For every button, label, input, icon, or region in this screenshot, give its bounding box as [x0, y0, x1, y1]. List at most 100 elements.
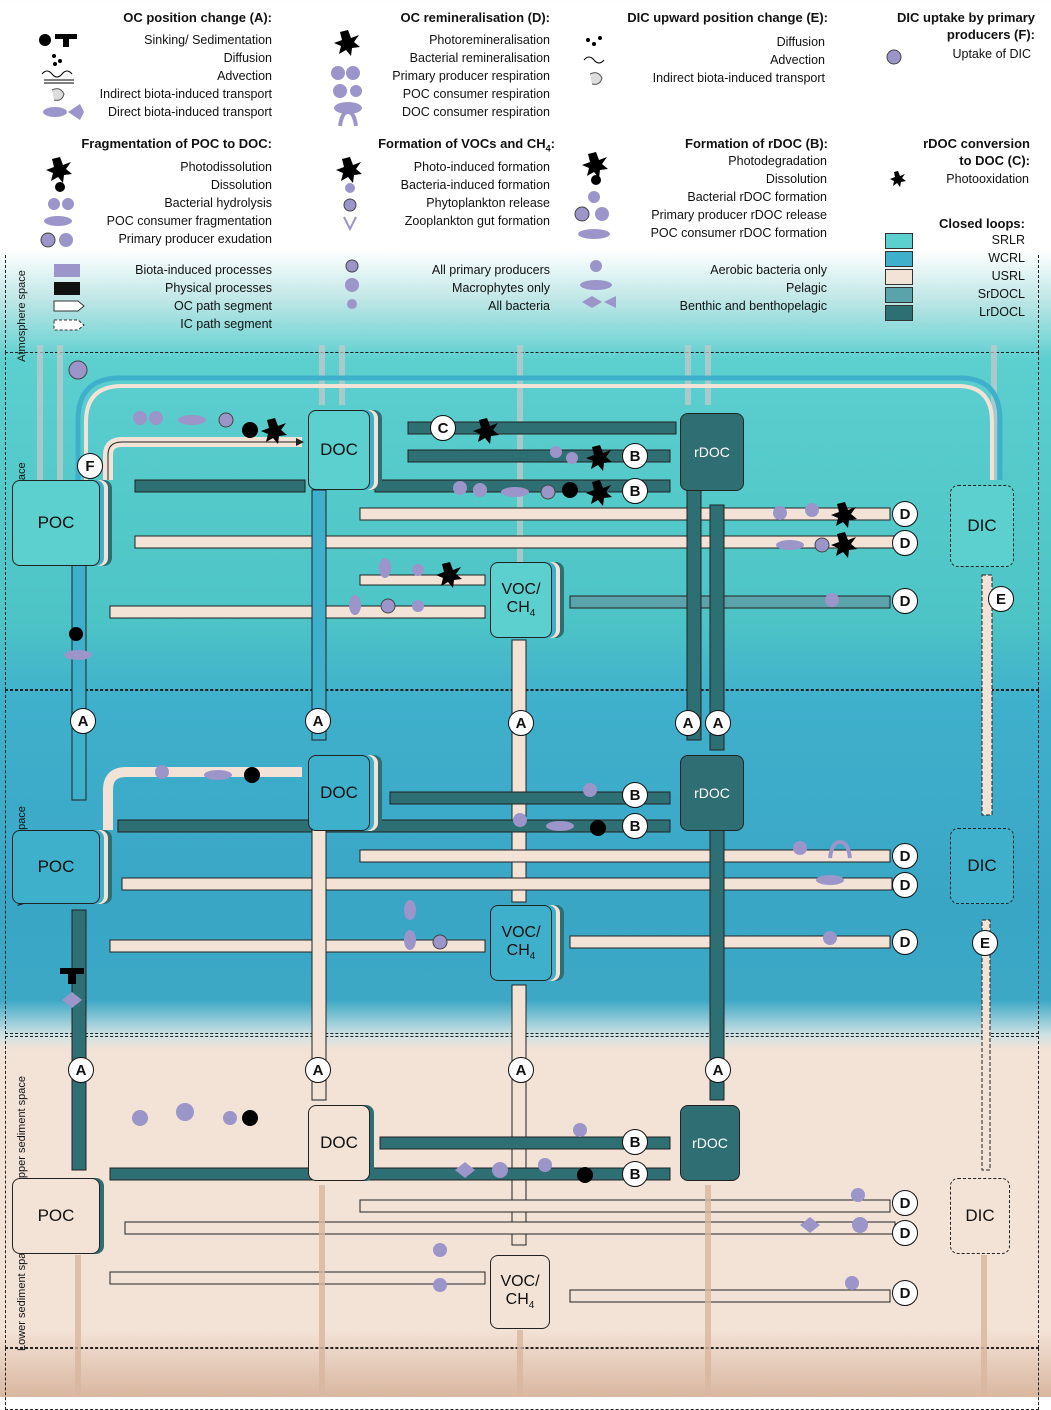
fish-icon — [43, 107, 67, 117]
voc-line1: VOC/ — [500, 1273, 539, 1291]
sinking-icon — [39, 34, 51, 46]
legend-a-item: Sinking/ Sedimentation — [144, 33, 272, 47]
surface-zone — [5, 352, 1039, 690]
dic-node[interactable]: DIC — [950, 1178, 1010, 1254]
legend-voc-item: Bacteria-induced formation — [401, 178, 550, 192]
legend-d-item: Primary producer respiration — [392, 69, 550, 83]
legend-c-title-1: rDOC conversion — [880, 136, 1030, 151]
marker-e: E — [972, 930, 998, 956]
voc-line1: VOC/ — [501, 581, 540, 599]
dic-node[interactable]: DIC — [950, 485, 1014, 567]
legend-b-icons — [566, 150, 626, 246]
phytoplankton-icon — [884, 47, 904, 67]
legend-f-title-1: DIC uptake by primary — [870, 10, 1035, 25]
space-label: Upper sediment space — [16, 1076, 28, 1186]
marker-a: A — [305, 708, 331, 734]
marker-a: A — [675, 710, 701, 736]
legend-e-item: Diffusion — [777, 35, 825, 49]
legend-a-item: Direct biota-induced transport — [108, 105, 272, 119]
voc-line1: VOC/ — [501, 924, 540, 942]
legend-a-item: Advection — [217, 69, 272, 83]
marker-e: E — [988, 586, 1014, 612]
legend-frag-item: POC consumer fragmentation — [107, 214, 272, 228]
marker-d: D — [892, 588, 918, 614]
legend-f-item: Uptake of DIC — [952, 47, 1031, 61]
legend-loops-title: Closed loops: — [880, 216, 1025, 231]
marker-b: B — [622, 782, 648, 808]
voc-line2: CH4 — [507, 599, 536, 619]
legend-e-icons — [578, 32, 618, 92]
marker-d: D — [892, 1280, 918, 1306]
star-icon — [334, 30, 360, 56]
marker-d: D — [892, 929, 918, 955]
legend-a-item: Diffusion — [224, 51, 272, 65]
legend-e-title: DIC upward position change (E): — [560, 10, 828, 25]
legend-d-item: Photoremineralisation — [429, 33, 550, 47]
legend-a-item: Indirect biota-induced transport — [100, 87, 272, 101]
space-label: Atmosphere space — [16, 270, 28, 362]
marker-b: B — [622, 443, 648, 469]
marker-a: A — [705, 1057, 731, 1083]
legend-d-item: Bacterial remineralisation — [410, 51, 550, 65]
marker-d: D — [892, 843, 918, 869]
legend-c-title-2: to DOC (C): — [880, 153, 1030, 168]
voc-ch4-node[interactable]: VOC/ CH4 — [490, 905, 552, 981]
legend-d-icons — [318, 28, 378, 128]
legend-b-item: POC consumer rDOC formation — [651, 226, 827, 240]
rdoc-node[interactable]: rDOC — [680, 1105, 740, 1181]
space-label: Lower sediment space — [16, 1241, 28, 1351]
marker-a: A — [508, 710, 534, 736]
marker-a: A — [68, 1057, 94, 1083]
legend-frag-item: Dissolution — [211, 178, 272, 192]
marker-a: A — [705, 710, 731, 736]
atmosphere-zone — [5, 255, 1039, 353]
legend-b-item: Photodegradation — [728, 154, 827, 168]
star-icon — [888, 170, 908, 190]
doc-node[interactable]: DOC — [308, 410, 370, 490]
marker-a: A — [508, 1057, 534, 1083]
doc-node[interactable]: DOC — [308, 1105, 370, 1181]
marker-d: D — [892, 1190, 918, 1216]
loop-swatch — [885, 233, 913, 249]
rdoc-node[interactable]: rDOC — [680, 413, 744, 491]
marker-f: F — [77, 453, 103, 479]
poc-node[interactable]: POC — [12, 1178, 100, 1254]
legend-frag-icons — [30, 155, 90, 255]
legend-voc-item: Phytoplankton release — [426, 196, 550, 210]
marker-b: B — [622, 813, 648, 839]
poc-node[interactable]: POC — [12, 830, 100, 904]
doc-node[interactable]: DOC — [308, 755, 370, 831]
marker-d: D — [892, 1220, 918, 1246]
legend-voc-title: Formation of VOCs and CH4: — [330, 136, 555, 154]
legend-d-item: DOC consumer respiration — [402, 105, 550, 119]
advection-icon — [42, 71, 72, 77]
voc-line2: CH4 — [507, 942, 536, 962]
legend-b-item: Bacterial rDOC formation — [687, 190, 827, 204]
legend-voc-item: Zooplankton gut formation — [405, 214, 550, 228]
legend-e-item: Advection — [770, 53, 825, 67]
rdoc-node[interactable]: rDOC — [680, 755, 744, 831]
marker-d: D — [892, 501, 918, 527]
legend-c-item: Photooxidation — [946, 172, 1029, 186]
legend-f-title-2: producers (F): — [870, 27, 1035, 42]
legend-voc-icons — [330, 155, 370, 235]
dic-node[interactable]: DIC — [950, 828, 1014, 904]
legend-frag-item: Bacterial hydrolysis — [164, 196, 272, 210]
marker-b: B — [622, 478, 648, 504]
voc-ch4-node[interactable]: VOC/ CH4 — [490, 1255, 550, 1329]
legend-b-item: Dissolution — [766, 172, 827, 186]
legend-frag-title: Fragmentation of POC to DOC: — [40, 136, 272, 151]
legend-a-title: OC position change (A): — [60, 10, 272, 25]
legend-b-title: Formation of rDOC (B): — [600, 136, 828, 151]
indirect-transport-icon — [52, 89, 64, 101]
marker-a: A — [305, 1057, 331, 1083]
legend-frag-item: Photodissolution — [180, 160, 272, 174]
legend-frag-item: Primary producer exudation — [118, 232, 272, 246]
marker-c: C — [430, 415, 456, 441]
legend-e-item: Indirect biota-induced transport — [653, 71, 825, 85]
legend-d-title: OC remineralisation (D): — [340, 10, 550, 25]
legend-b-item: Primary producer rDOC release — [651, 208, 827, 222]
poc-node[interactable]: POC — [12, 480, 100, 566]
voc-ch4-node[interactable]: VOC/ CH4 — [490, 562, 552, 638]
legend-voc-item: Photo-induced formation — [414, 160, 550, 174]
